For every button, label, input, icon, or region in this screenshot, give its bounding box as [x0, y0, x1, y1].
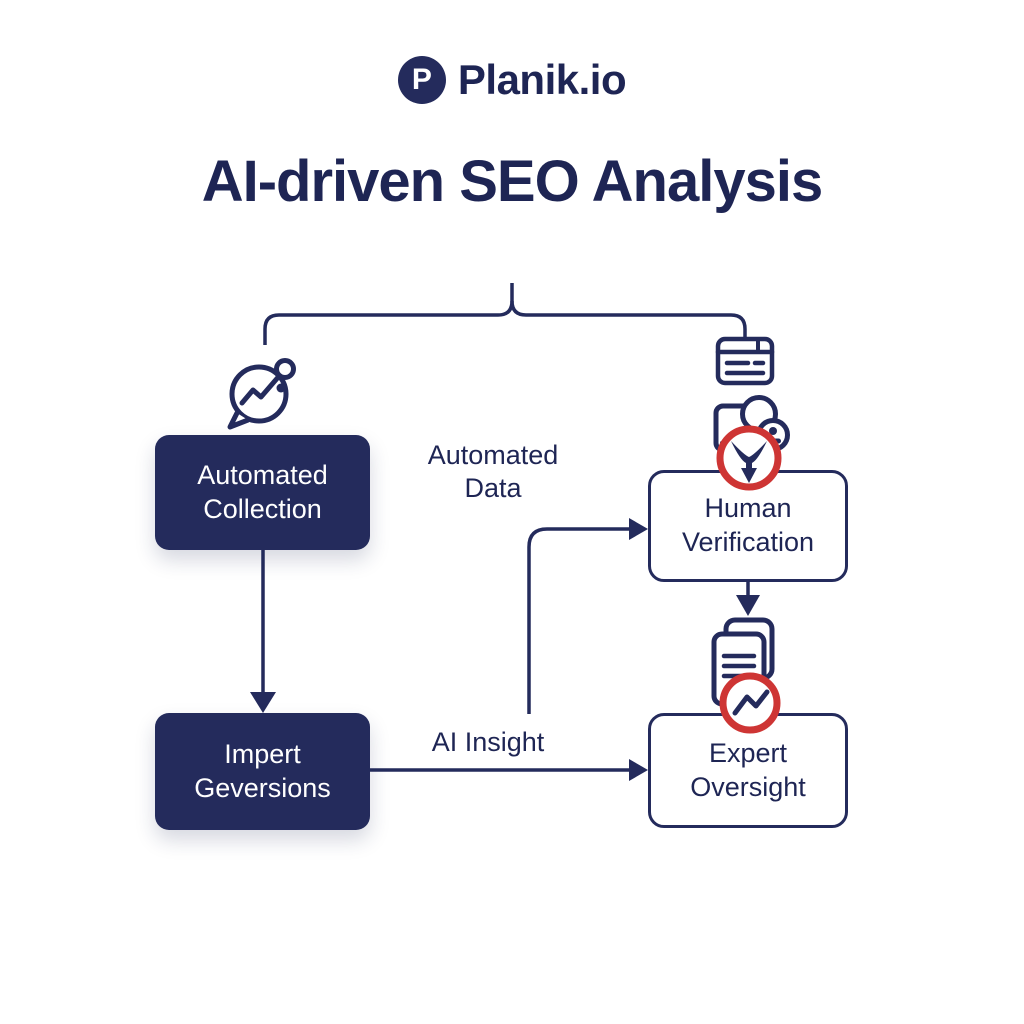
- insight-to-verification-line: [527, 527, 629, 714]
- branch-left-line: [263, 283, 514, 345]
- browser-window-icon: [714, 335, 776, 387]
- brand-name: Planik.io: [457, 56, 627, 103]
- insight-to-verification-arrowhead: [629, 518, 648, 540]
- planik-logo-icon: P: [397, 56, 446, 104]
- chat-analytics-icon: [222, 348, 304, 430]
- edge-label-automated-data: Automated Data: [427, 440, 559, 503]
- brand-header: P Planik.io: [0, 56, 1024, 104]
- edge-label-ai-insight: AI Insight: [431, 727, 545, 757]
- verification-down-arrowhead: [736, 595, 760, 616]
- logo-letter: P: [411, 63, 432, 96]
- trend-badge-icon: [717, 671, 783, 737]
- collection-to-import-arrowhead: [250, 692, 276, 713]
- branch-right-line: [510, 300, 747, 337]
- import-to-oversight-arrowhead: [629, 759, 648, 781]
- node-automated-collection: Automated Collection: [155, 435, 370, 550]
- down-arrow-badge-icon: [714, 424, 784, 494]
- page-title: AI-driven SEO Analysis: [201, 149, 824, 214]
- node-import-geversions: Impert Geversions: [155, 713, 370, 830]
